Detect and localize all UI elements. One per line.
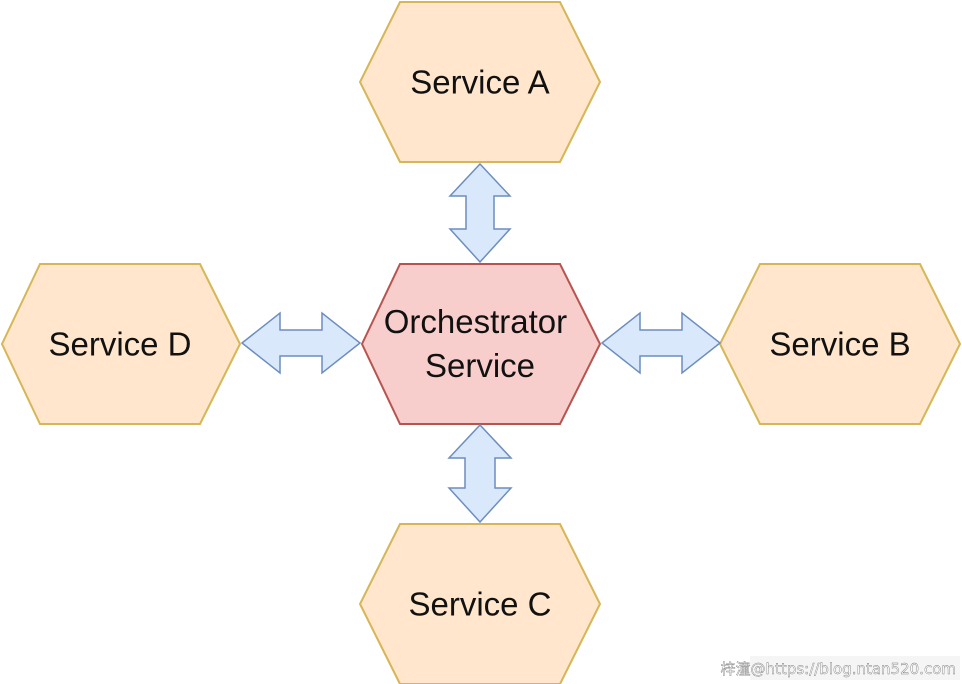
watermark-shade [750,656,960,680]
service-a-hexagon [358,1,602,163]
watermark-text: 梓潼@https://blog.ntan520.com [721,660,956,678]
service-d-label: Service D [48,326,191,363]
node-service-d: Service D [0,263,242,425]
arrow-orchestrator-service-c [447,423,513,524]
service-b-hexagon [718,263,962,425]
service-c-hexagon [358,523,602,684]
service-c-label: Service C [408,586,551,623]
node-service-c: Service C [358,523,602,684]
service-b-label: Service B [769,326,910,363]
node-service-b: Service B [718,263,962,425]
orchestrator-label: Orchestrator Service [384,303,577,384]
service-d-hexagon [0,263,242,425]
orchestrator-hexagon [360,263,602,425]
service-a-label: Service A [410,64,549,101]
arrow-orchestrator-service-a [448,162,512,264]
orchestrator-label-line2: Service [425,347,535,384]
arrow-orchestrator-service-b [600,311,722,375]
arrow-orchestrator-service-d [240,311,362,375]
node-orchestrator-service: Orchestrator Service [360,263,602,425]
watermark: 梓潼@https://blog.ntan520.com [720,656,960,680]
node-service-a: Service A [358,1,602,163]
orchestrator-label-line1: Orchestrator [384,303,567,340]
